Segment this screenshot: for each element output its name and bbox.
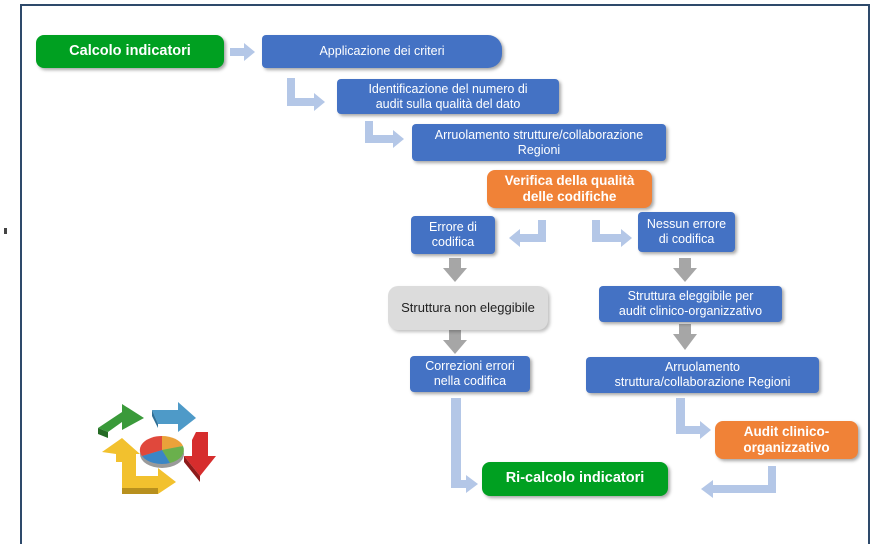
node-label-line1: Arruolamento xyxy=(664,360,741,374)
node-label-line2: struttura/collaborazione Regioni xyxy=(614,375,791,389)
arrow-errore-noneleggibile xyxy=(443,258,467,282)
arrow-eleggibile-arruolamento xyxy=(673,324,697,350)
node-struttura-eleggibile: Struttura eleggibile per audit clinico-o… xyxy=(599,286,782,322)
node-applicazione-criteri: Applicazione dei criteri xyxy=(262,35,502,68)
node-label-line1: Verifica della qualità xyxy=(504,172,635,188)
arrow-calcolo-applicazione xyxy=(230,43,255,61)
node-verifica-qualita: Verifica della qualità delle codifiche xyxy=(487,170,652,208)
node-label-line2: audit sulla qualità del dato xyxy=(375,96,521,111)
node-label: Ri-calcolo indicatori xyxy=(505,470,645,487)
node-label-line1: Correzioni errori xyxy=(425,359,515,373)
margin-mark xyxy=(4,228,7,234)
node-label-line2: codifica xyxy=(431,235,475,249)
node-label: Struttura non eleggibile xyxy=(401,300,535,316)
arrow-nessun-eleggibile xyxy=(673,258,697,282)
node-ricalcolo-indicatori: Ri-calcolo indicatori xyxy=(482,462,668,496)
node-audit-clinico: Audit clinico- organizzativo xyxy=(715,421,858,459)
node-calcolo-indicatori: Calcolo indicatori xyxy=(36,35,224,68)
node-label: Applicazione dei criteri xyxy=(319,44,445,58)
elbow-arruolamento-audit xyxy=(676,398,711,439)
node-label-line1: Audit clinico- xyxy=(743,423,830,439)
elbow-verifica-errore xyxy=(509,220,546,247)
node-label-line1: Struttura eleggibile per xyxy=(627,289,754,303)
node-label-line1: Nessun errore xyxy=(646,217,727,231)
node-label-line2: organizzativo xyxy=(743,440,830,455)
node-label-line2: delle codifiche xyxy=(522,189,617,204)
elbow-correzioni-ricalcolo xyxy=(451,398,478,493)
node-arruolamento-struttura: Arruolamento struttura/collaborazione Re… xyxy=(586,357,819,393)
node-label-line2: di codifica xyxy=(658,232,715,246)
node-label-line2: audit clinico-organizzativo xyxy=(618,304,763,318)
circular-arrows-pie-chart-icon xyxy=(98,402,216,494)
elbow-identificazione-arruolamento xyxy=(365,121,404,148)
node-correzioni-errori: Correzioni errori nella codifica xyxy=(410,356,530,392)
node-label-line1: Identificazione del numero di xyxy=(368,81,528,96)
node-label-line2: Regioni xyxy=(517,142,561,157)
arrow-noneleggibile-correzioni xyxy=(443,330,467,354)
node-nessun-errore: Nessun errore di codifica xyxy=(638,212,735,252)
node-identificazione: Identificazione del numero di audit sull… xyxy=(337,79,559,114)
node-label-line1: Errore di xyxy=(429,220,477,234)
diagram-frame xyxy=(20,4,870,544)
elbow-audit-ricalcolo xyxy=(701,466,776,498)
node-errore-codifica: Errore di codifica xyxy=(411,216,495,254)
elbow-verifica-nessun xyxy=(592,220,632,247)
node-arruolamento-strutture: Arruolamento strutture/collaborazione Re… xyxy=(412,124,666,161)
elbow-applicazione-identificazione xyxy=(287,78,325,111)
node-label-line1: Arruolamento strutture/collaborazione xyxy=(434,127,644,142)
node-label: Calcolo indicatori xyxy=(69,42,191,59)
node-struttura-non-eleggibile: Struttura non eleggibile xyxy=(388,286,548,330)
node-label-line2: nella codifica xyxy=(433,374,507,388)
